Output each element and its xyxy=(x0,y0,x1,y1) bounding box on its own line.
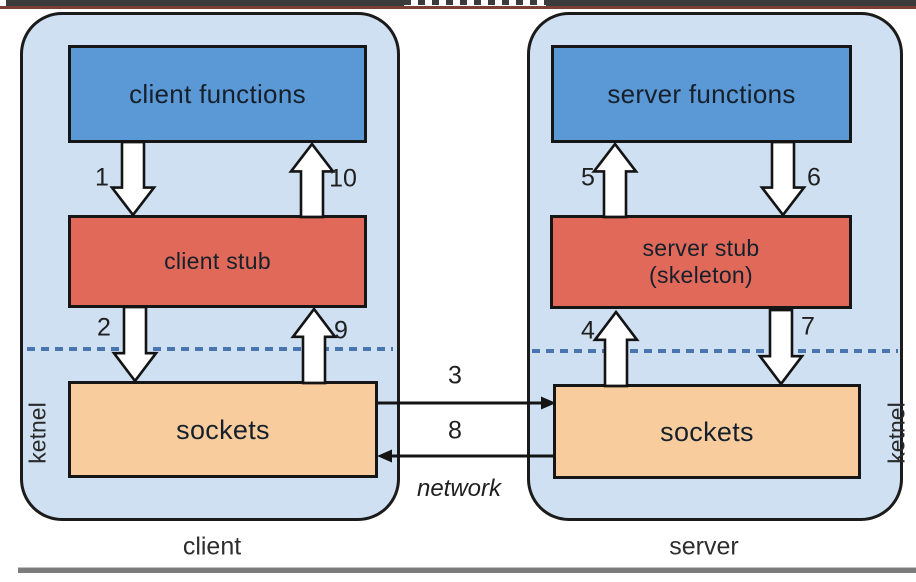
client-sockets-box: sockets xyxy=(68,381,378,478)
arrow-step6-down-icon xyxy=(759,140,807,218)
step-label-3: 3 xyxy=(448,361,462,390)
network-label: network xyxy=(416,475,502,502)
step-label-2: 2 xyxy=(97,313,111,342)
arrow-step10-up-icon xyxy=(288,141,336,219)
arrow-step3-right-icon xyxy=(377,396,556,410)
client-functions-box: client functions xyxy=(68,45,367,143)
client-kernel-label: ketnel xyxy=(24,402,51,464)
arrow-step8-left-icon xyxy=(377,449,556,463)
top-maroon-underline xyxy=(0,6,916,9)
step-label-6: 6 xyxy=(807,163,821,192)
arrow-step5-up-icon xyxy=(591,141,639,219)
client-stub-box: client stub xyxy=(68,215,367,308)
step-label-5: 5 xyxy=(581,163,595,192)
client-sockets-label: sockets xyxy=(176,414,270,445)
client-kernel-boundary-dashed-line xyxy=(27,347,393,351)
server-functions-label: server functions xyxy=(607,79,796,109)
step-label-10: 10 xyxy=(329,164,357,193)
client-panel-caption: client xyxy=(182,532,242,561)
server-stub-label-line2: (skeleton) xyxy=(649,262,753,288)
server-kernel-label: ketnel xyxy=(883,402,910,464)
arrow-step9-up-icon xyxy=(290,306,338,385)
server-kernel-boundary-dashed-line xyxy=(532,349,898,353)
client-functions-label: client functions xyxy=(129,79,306,109)
server-sockets-box: sockets xyxy=(553,384,861,479)
top-cropped-strip-dashes xyxy=(404,0,546,5)
server-functions-box: server functions xyxy=(551,45,852,143)
top-cropped-strip-right xyxy=(546,0,916,7)
arrow-step1-down-icon xyxy=(109,140,157,218)
step-label-1: 1 xyxy=(95,163,109,192)
server-stub-box: server stub (skeleton) xyxy=(550,215,852,309)
server-stub-label-line1: server stub xyxy=(642,235,760,261)
client-stub-label: client stub xyxy=(164,248,271,274)
arrow-step7-down-icon xyxy=(757,308,805,387)
step-label-7: 7 xyxy=(801,312,815,341)
arrow-step4-up-icon xyxy=(592,309,640,388)
step-label-8: 8 xyxy=(448,416,462,445)
top-cropped-strip-left xyxy=(6,0,404,6)
server-sockets-label: sockets xyxy=(660,416,754,447)
step-label-4: 4 xyxy=(581,316,595,345)
server-panel-caption: server xyxy=(669,532,739,561)
step-label-9: 9 xyxy=(334,316,348,345)
arrow-step2-down-icon xyxy=(111,305,159,384)
bottom-rule xyxy=(18,567,916,573)
